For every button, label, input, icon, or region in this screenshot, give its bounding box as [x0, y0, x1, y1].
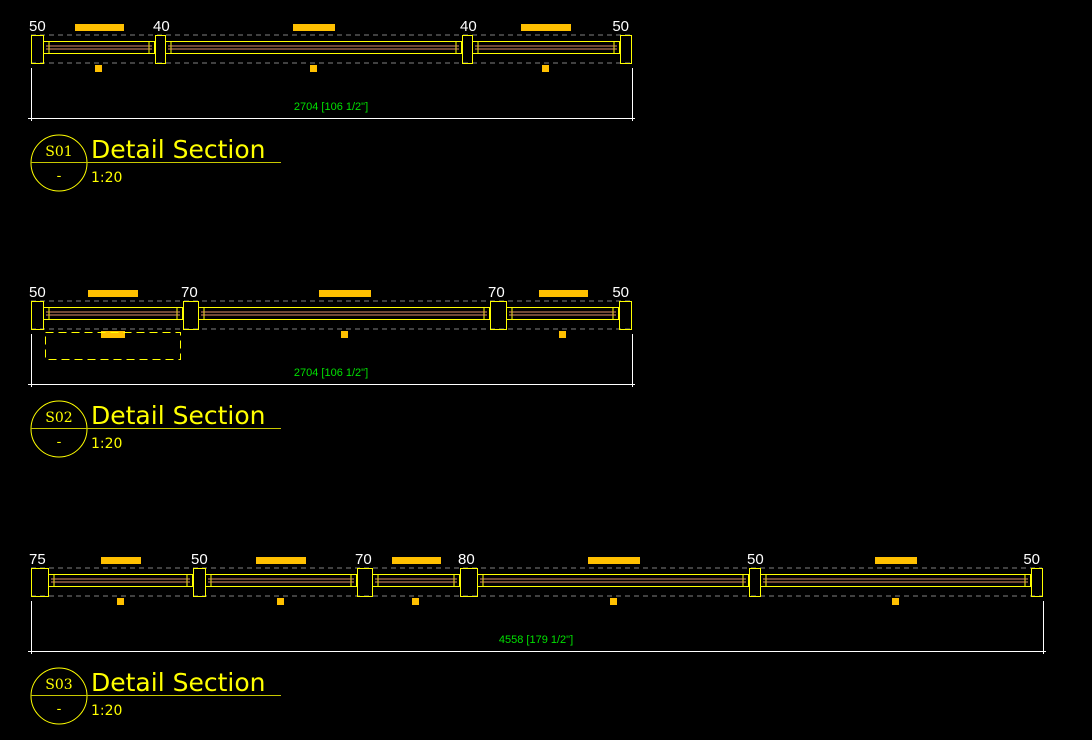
- handle-marker: [892, 598, 899, 605]
- post: [462, 35, 473, 64]
- post-width-label: 50: [29, 18, 46, 35]
- handle-bar: [875, 557, 917, 564]
- sash-frame: [372, 574, 460, 587]
- handle-bar: [256, 557, 306, 564]
- sash-frame: [477, 574, 749, 587]
- post: [31, 568, 49, 597]
- swing-outline: [45, 332, 181, 360]
- post: [620, 35, 632, 64]
- section-id: S03: [45, 677, 72, 693]
- sash-frame: [43, 307, 183, 320]
- sash-frame: [43, 41, 155, 54]
- section-s01: 50 40 40 50 2704 [106 1/2"] S01 - Detail Sectio…: [28, 18, 635, 192]
- sash-frame: [506, 307, 619, 320]
- post: [183, 301, 199, 330]
- post-width-label: 50: [29, 284, 46, 301]
- post-width-label: 50: [1023, 551, 1040, 568]
- dimension-text: 4558 [179 1/2"]: [499, 634, 573, 646]
- handle-bar: [88, 290, 138, 297]
- sash-frame: [472, 41, 620, 54]
- sash-frame: [198, 307, 490, 320]
- section-sheet: -: [57, 168, 62, 184]
- post-width-label: 40: [460, 18, 477, 35]
- section-scale: 1:20: [91, 170, 122, 186]
- dimension-text: 2704 [106 1/2"]: [294, 367, 368, 379]
- post-width-label: 50: [612, 18, 629, 35]
- post-width-label: 50: [191, 551, 208, 568]
- post: [749, 568, 761, 597]
- section-sheet: -: [57, 701, 62, 717]
- post: [193, 568, 206, 597]
- handle-bar: [521, 24, 571, 31]
- sash-frame: [205, 574, 357, 587]
- section-sheet: -: [57, 434, 62, 450]
- post-width-label: 50: [612, 284, 629, 301]
- post: [1031, 568, 1043, 597]
- section-title: Detail Section: [91, 401, 265, 430]
- section-scale: 1:20: [91, 703, 122, 719]
- sash-frame: [165, 41, 462, 54]
- post: [460, 568, 478, 597]
- post: [31, 301, 44, 330]
- post-width-label: 70: [355, 551, 372, 568]
- handle-bar: [392, 557, 441, 564]
- post-width-label: 40: [153, 18, 170, 35]
- post-width-label: 75: [29, 551, 46, 568]
- section-s02: 50 70 70 50 2704 [106 1/2"] S02 - Detail Sectio…: [28, 284, 635, 458]
- handle-marker: [277, 598, 284, 605]
- handle-bar: [319, 290, 371, 297]
- post: [155, 35, 166, 64]
- handle-bar: [293, 24, 335, 31]
- section-s03: 75 50 70 80 50 50 4558 [179 1/2"] S03 - Detail Se…: [28, 551, 1046, 725]
- handle-bar: [75, 24, 124, 31]
- handle-bar: [539, 290, 588, 297]
- post: [357, 568, 373, 597]
- section-id: S01: [45, 144, 72, 160]
- handle-marker: [310, 65, 317, 72]
- section-id: S02: [45, 410, 72, 426]
- dimension-text: 2704 [106 1/2"]: [294, 101, 368, 113]
- post: [31, 35, 44, 64]
- handle-marker: [117, 598, 124, 605]
- section-title: Detail Section: [91, 668, 265, 697]
- post: [619, 301, 632, 330]
- post-width-label: 80: [458, 551, 475, 568]
- handle-marker: [610, 598, 617, 605]
- post: [490, 301, 507, 330]
- handle-marker: [341, 331, 348, 338]
- handle-marker: [412, 598, 419, 605]
- handle-marker: [559, 331, 566, 338]
- sash-frame: [760, 574, 1031, 587]
- handle-marker: [101, 331, 125, 338]
- post-width-label: 50: [747, 551, 764, 568]
- handle-bar: [101, 557, 141, 564]
- handle-marker: [542, 65, 549, 72]
- post-width-label: 70: [488, 284, 505, 301]
- post-width-label: 70: [181, 284, 198, 301]
- handle-bar: [588, 557, 640, 564]
- sash-frame: [48, 574, 193, 587]
- section-title: Detail Section: [91, 135, 265, 164]
- section-scale: 1:20: [91, 436, 122, 452]
- handle-marker: [95, 65, 102, 72]
